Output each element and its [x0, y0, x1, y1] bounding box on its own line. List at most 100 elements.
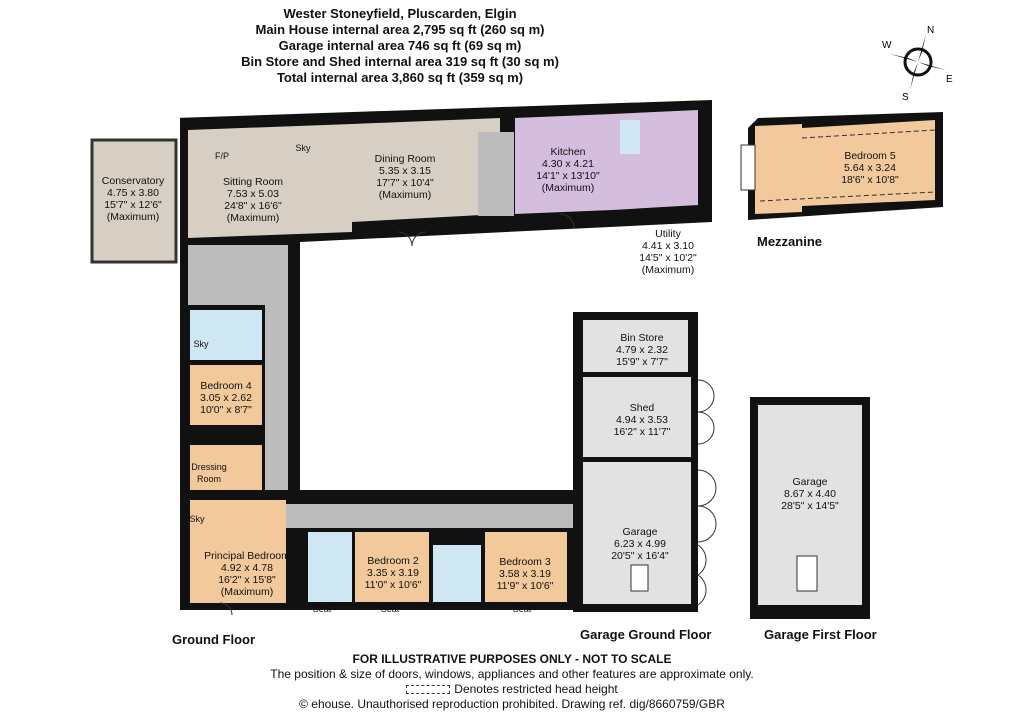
garage-first-stairs [796, 555, 818, 592]
room-imperial: 10'0" x 8'7" [200, 404, 252, 416]
kitchen-label: Kitchen 4.30 x 4.21 14'1" x 13'10" (Maxi… [536, 146, 599, 194]
compass-w: W [882, 40, 892, 51]
room-metric: 4.94 x 3.53 [616, 414, 668, 426]
room-name: Conservatory [101, 175, 165, 187]
approximation-note: The position & size of doors, windows, a… [270, 667, 754, 681]
conservatory-label: Conservatory 4.75 x 3.80 15'7" x 12'6" (… [102, 175, 164, 223]
room-imperial: 18'6" x 10'8" [841, 174, 899, 186]
bedroom-5-label: Bedroom 5 5.64 x 3.24 18'6" x 10'8" [841, 150, 899, 186]
room-imperial: 14'1" x 13'10" [536, 170, 600, 182]
sitting-room-label: Sitting Room 7.53 x 5.03 24'8" x 16'6" (… [223, 176, 283, 224]
family-bathroom [433, 545, 481, 602]
shed-label: Shed 4.94 x 3.53 16'2" x 11'7" [614, 402, 671, 438]
disclaimer: FOR ILLUSTRATIVE PURPOSES ONLY - NOT TO … [352, 652, 672, 666]
property-title: Wester Stoneyfield, Pluscarden, Elgin [283, 6, 517, 21]
door [219, 602, 233, 616]
door [397, 231, 427, 247]
bedroom-2 [355, 532, 429, 602]
wc [620, 120, 640, 154]
bedroom-2-label: Bedroom 2 3.35 x 3.19 11'0" x 10'6" [365, 555, 422, 591]
room-imperial: 16'2" x 15'8" [218, 574, 276, 586]
room-metric: 5.35 x 3.15 [379, 165, 431, 177]
room-metric: 3.58 x 3.19 [499, 568, 551, 580]
room-name: Dressing [191, 462, 227, 472]
principal-bedroom [190, 500, 286, 603]
conservatory [90, 138, 178, 264]
room-metric: 7.53 x 5.03 [227, 188, 279, 200]
bedroom-5 [802, 120, 935, 206]
south-corridor [265, 504, 580, 528]
door [697, 379, 715, 445]
dressing-room-label: Dressing Room [191, 461, 227, 485]
room-metric: 3.35 x 3.19 [367, 567, 419, 579]
mezzanine-landing [755, 124, 802, 214]
room-metric: 6.23 x 4.99 [614, 538, 666, 550]
hall [478, 132, 514, 216]
utility-label: Utility 4.41 x 3.10 14'5" x 10'2" (Maxim… [639, 228, 697, 276]
bin-store [583, 320, 688, 372]
kitchen [515, 114, 612, 214]
room-imperial: 17'7" x 10'4" [376, 177, 434, 189]
room-note: (Maximum) [106, 211, 160, 223]
west-corridor [188, 245, 288, 305]
legend-text: Denotes restricted head height [454, 682, 618, 696]
garage-stairs [630, 564, 649, 592]
room-imperial: 16'2" x 11'7" [613, 426, 671, 438]
legend-restricted-height: Denotes restricted head height [0, 682, 1024, 697]
room-name: Bedroom 2 [367, 555, 419, 567]
door [697, 469, 717, 606]
room-name-2: Room [196, 474, 222, 484]
seat-label: Seat [380, 604, 400, 614]
dashed-line-icon [406, 685, 451, 695]
area-main: Main House internal area 2,795 sq ft (26… [255, 22, 545, 37]
area-bin-shed: Bin Store and Shed internal area 319 sq … [241, 54, 559, 69]
footer: FOR ILLUSTRATIVE PURPOSES ONLY - NOT TO … [0, 652, 1024, 712]
room-name: Bedroom 3 [499, 556, 551, 568]
room-note: (Maximum) [378, 189, 432, 201]
bedroom-3 [485, 532, 567, 602]
room-name: Sitting Room [222, 176, 284, 188]
room-note: (Maximum) [541, 182, 595, 194]
room-metric: 4.92 x 4.78 [221, 562, 273, 574]
room-metric: 3.05 x 2.62 [200, 392, 252, 404]
en-suite [308, 532, 352, 602]
dining-room-label: Dining Room 5.35 x 3.15 17'7" x 10'4" (M… [375, 153, 436, 201]
fireplace-label: F/P [214, 151, 230, 161]
room-name: Dining Room [374, 153, 436, 165]
plan-header: Wester Stoneyfield, Pluscarden, Elgin Ma… [180, 6, 620, 86]
room-imperial: 28'5" x 14'5" [781, 500, 839, 512]
room-name: Bedroom 4 [200, 380, 252, 392]
copyright: © ehouse. Unauthorised reproduction proh… [299, 697, 725, 711]
mezzanine-stairs [740, 144, 756, 191]
skylight-label: Sky [295, 143, 311, 153]
garage-ground-label: Garage 6.23 x 4.99 20'5" x 16'4" [611, 526, 669, 562]
shed [583, 377, 691, 457]
garage-first-label: Garage 8.67 x 4.40 28'5" x 14'5" [781, 476, 839, 512]
skylight-label: Sky [189, 514, 205, 524]
area-garage: Garage internal area 746 sq ft (69 sq m) [278, 38, 522, 53]
room-note: (Maximum) [641, 264, 695, 276]
room-imperial: 24'8" x 16'6" [224, 200, 282, 212]
floor-title-garage-first: Garage First Floor [764, 627, 877, 642]
room-metric: 4.41 x 3.10 [642, 240, 694, 252]
room-imperial: 15'9" x 7'7" [616, 356, 668, 368]
seat-label: Seat [312, 604, 332, 614]
sitting-room [188, 124, 352, 238]
room-name: Utility [655, 228, 681, 240]
compass-icon: N E S W [882, 25, 953, 102]
floor-title-mezzanine: Mezzanine [757, 234, 823, 249]
room-note: (Maximum) [226, 212, 280, 224]
bin-store-label: Bin Store 4.79 x 2.32 15'9" x 7'7" [616, 332, 668, 368]
compass-n: N [927, 25, 934, 36]
room-imperial: 15'7" x 12'6" [104, 199, 162, 211]
compass-e: E [946, 74, 953, 85]
skylight-label: Sky [193, 339, 209, 349]
room-imperial: 11'9" x 10'6" [496, 580, 554, 592]
room-name: Shed [629, 402, 655, 414]
compass-s: S [902, 92, 909, 102]
room-name: Kitchen [550, 146, 586, 158]
room-name: Garage [792, 476, 828, 488]
room-name: Bedroom 5 [844, 150, 896, 162]
west-corridor-2 [265, 300, 288, 535]
